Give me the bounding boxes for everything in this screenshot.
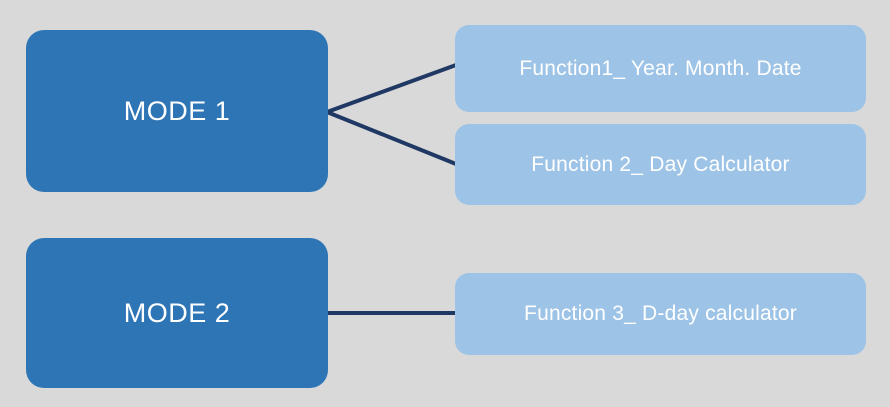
node-function-1-label: Function1_ Year. Month. Date — [519, 56, 802, 80]
connector-mode1-function1 — [326, 63, 457, 114]
node-function-3-label: Function 3_ D-day calculator — [524, 302, 797, 326]
node-function-1[interactable]: Function1_ Year. Month. Date — [455, 25, 866, 112]
node-function-2[interactable]: Function 2_ Day Calculator — [455, 124, 866, 205]
connector-mode1-function2 — [326, 110, 457, 166]
node-function-2-label: Function 2_ Day Calculator — [531, 152, 790, 176]
node-mode-1-label: MODE 1 — [123, 95, 231, 126]
node-mode-2[interactable]: MODE 2 — [26, 238, 328, 388]
node-mode-1[interactable]: MODE 1 — [26, 30, 328, 192]
node-function-3[interactable]: Function 3_ D-day calculator — [455, 273, 866, 355]
node-mode-2-label: MODE 2 — [123, 297, 231, 328]
